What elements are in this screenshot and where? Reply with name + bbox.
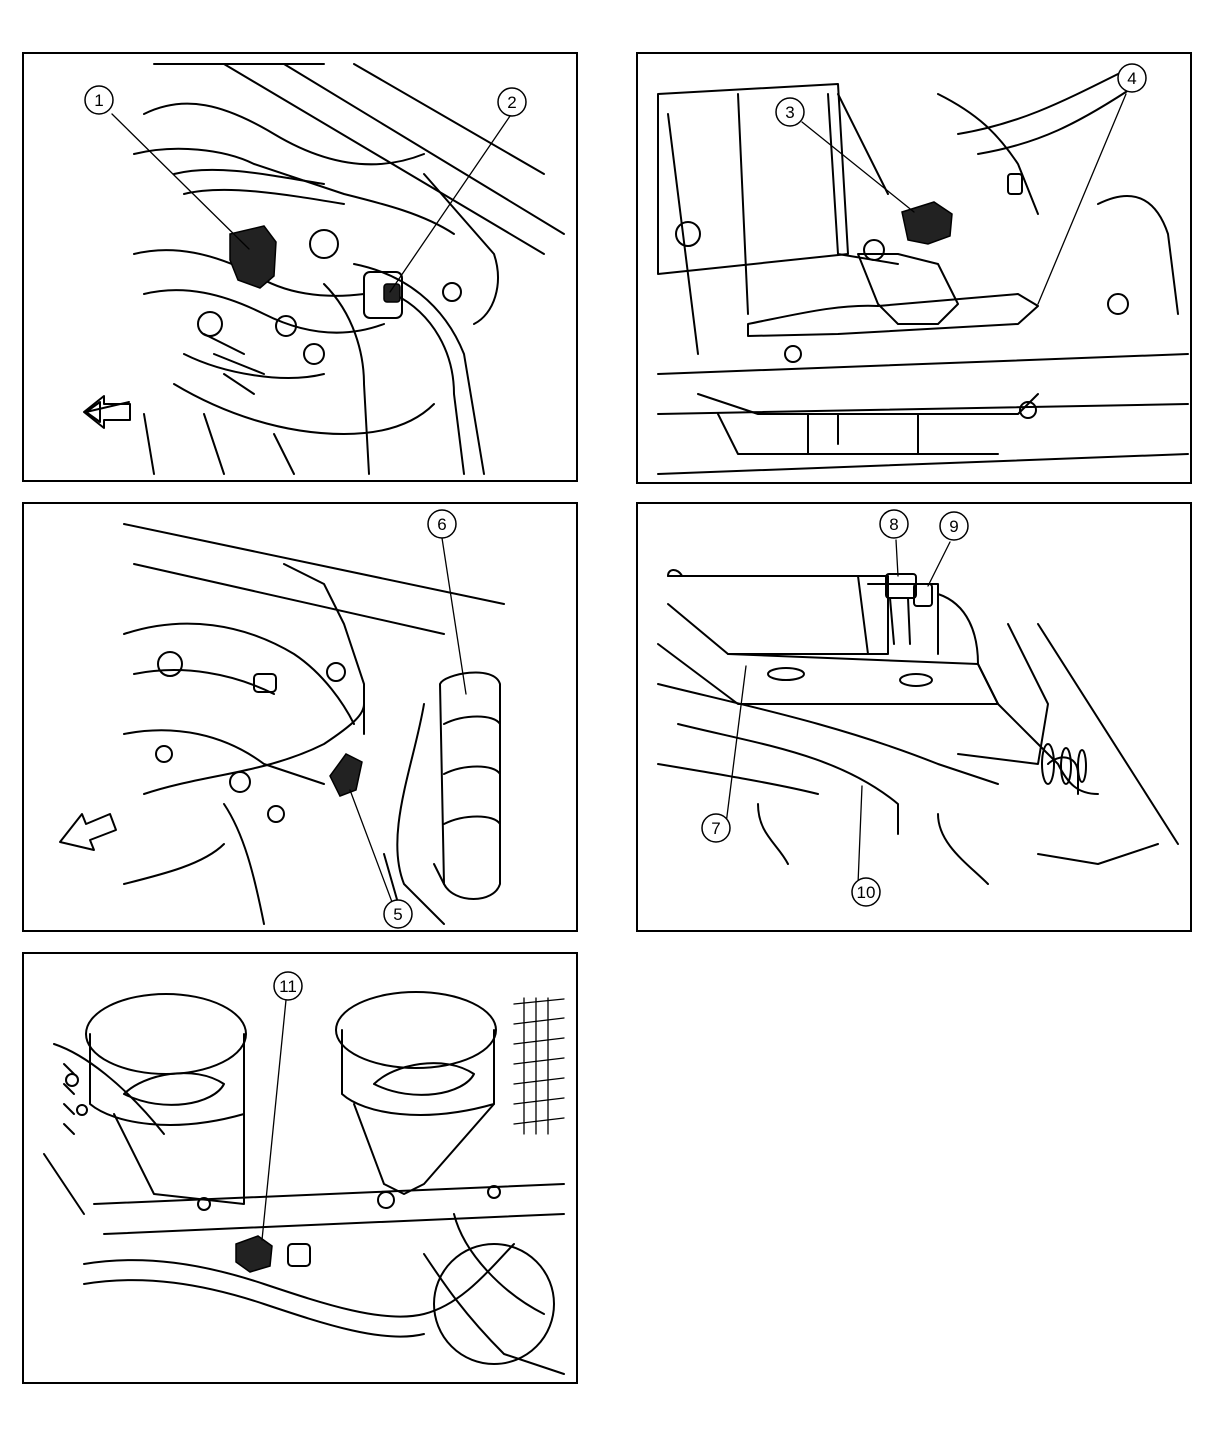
- engine-bay-illustration-3: 6 5: [59, 509, 505, 929]
- forward-arrow-icon: [83, 395, 131, 429]
- component-3-hatched: [901, 201, 953, 245]
- svg-text:3: 3: [785, 103, 794, 122]
- callout-4: 4: [1117, 63, 1147, 93]
- svg-text:6: 6: [437, 515, 446, 534]
- callout-10: 10: [851, 877, 881, 907]
- direction-arrow-icon: [85, 401, 130, 423]
- callout-5: 5: [383, 899, 413, 929]
- callout-6: 6: [427, 509, 457, 539]
- component-11-hatched: [235, 1235, 273, 1273]
- callout-9: 9: [939, 511, 969, 541]
- horn-illustration-5: 11: [43, 971, 565, 1375]
- svg-text:2: 2: [507, 93, 516, 112]
- callout-8: 8: [879, 509, 909, 539]
- svg-text:11: 11: [279, 977, 297, 996]
- diagram-panel-3: 6 5: [22, 502, 578, 932]
- svg-text:5: 5: [393, 905, 402, 924]
- svg-text:7: 7: [711, 819, 720, 838]
- transmission-illustration-2: 3 4: [657, 63, 1189, 475]
- forward-arrow-icon: [59, 813, 117, 851]
- callout-3: 3: [775, 97, 805, 127]
- component-9-connector: [913, 583, 933, 607]
- exhaust-illustration-4: 8 9 7 10: [657, 509, 1179, 907]
- svg-text:4: 4: [1127, 69, 1136, 88]
- component-8-connector: [885, 573, 917, 599]
- svg-text:9: 9: [949, 517, 958, 536]
- engine-bay-illustration-1: 1 2: [83, 63, 565, 475]
- svg-text:8: 8: [889, 515, 898, 534]
- callout-1: 1: [84, 85, 114, 115]
- callout-7: 7: [701, 813, 731, 843]
- callout-2: 2: [497, 87, 527, 117]
- component-2-hatched: [383, 283, 401, 303]
- component-1-hatched: [229, 225, 277, 289]
- svg-text:1: 1: [94, 91, 103, 110]
- diagram-panel-1: 1 2: [22, 52, 578, 482]
- callout-11: 11: [273, 971, 303, 1001]
- diagram-panel-2: 3 4: [636, 52, 1192, 484]
- diagram-panel-5: 11: [22, 952, 578, 1384]
- diagram-panel-4: 8 9 7 10: [636, 502, 1192, 932]
- svg-text:10: 10: [857, 883, 876, 902]
- component-5-hatched: [329, 753, 363, 797]
